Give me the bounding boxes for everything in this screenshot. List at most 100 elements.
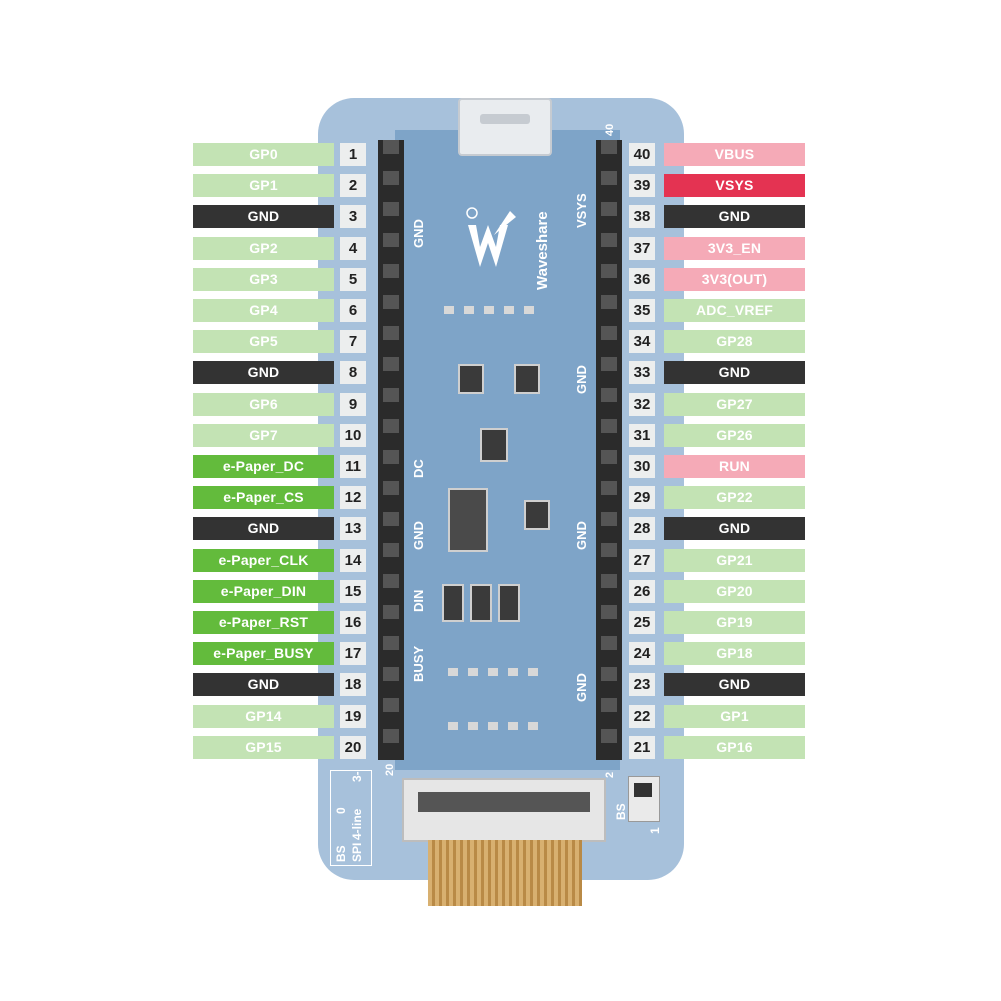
pin-label-7: GP5 bbox=[193, 330, 334, 354]
pin-label-35: ADC_VREF bbox=[664, 299, 805, 322]
pin-number-29: 29 bbox=[629, 486, 655, 510]
pin-number-33: 33 bbox=[629, 361, 655, 385]
pin-label-14: e-Paper_CLK bbox=[193, 548, 334, 572]
mosfet-2 bbox=[514, 364, 540, 394]
pin-label-34: GP28 bbox=[664, 330, 805, 354]
pin-number-18: 18 bbox=[340, 673, 366, 697]
pin-number-34: 34 bbox=[629, 330, 655, 354]
pin-label-24: GP18 bbox=[664, 642, 805, 666]
bs-switch[interactable] bbox=[628, 776, 660, 822]
pin-number-17: 17 bbox=[340, 642, 366, 666]
spi-mode: 4-line bbox=[350, 808, 364, 840]
resistor-pad bbox=[524, 306, 534, 314]
right-header-pins bbox=[601, 140, 617, 760]
pin-number-30: 30 bbox=[629, 455, 655, 478]
pin-label-21: GP16 bbox=[664, 735, 805, 759]
transistor bbox=[524, 500, 550, 530]
pin-number-16: 16 bbox=[340, 611, 366, 634]
pin-number-13: 13 bbox=[340, 517, 366, 541]
fpc-ribbon-cable bbox=[428, 840, 582, 906]
silk-left-gnd-1: GND bbox=[411, 219, 426, 248]
pin-number-19: 19 bbox=[340, 704, 366, 728]
pin-number-26: 26 bbox=[629, 579, 655, 603]
silk-left-dc: DC bbox=[411, 459, 426, 478]
pin-label-13: GND bbox=[193, 517, 334, 541]
bs-switch-knob bbox=[634, 783, 652, 797]
pin-label-6: GP4 bbox=[193, 299, 334, 322]
inductor bbox=[448, 488, 488, 552]
mosfet-1 bbox=[458, 364, 484, 394]
pin-label-39: VSYS bbox=[664, 174, 805, 198]
silk-right-gnd-2: GND bbox=[574, 521, 589, 550]
pin-number-15: 15 bbox=[340, 579, 366, 603]
pin-label-23: GND bbox=[664, 673, 805, 697]
pin-label-36: 3V3(OUT) bbox=[664, 267, 805, 291]
pin-number-23: 23 bbox=[629, 673, 655, 697]
silk-right-gnd-1: GND bbox=[574, 365, 589, 394]
pin-number-24: 24 bbox=[629, 642, 655, 666]
pin-number-39: 39 bbox=[629, 174, 655, 198]
pin-label-15: e-Paper_DIN bbox=[193, 579, 334, 603]
pin-label-10: GP7 bbox=[193, 423, 334, 447]
bs-switch-pos: 1 bbox=[648, 827, 662, 834]
resistor-pad bbox=[528, 668, 538, 676]
resistor-pad bbox=[448, 722, 458, 730]
spi-alt: 3- bbox=[350, 771, 364, 782]
usb-connector bbox=[458, 98, 552, 156]
pin-number-40: 40 bbox=[629, 143, 655, 166]
pin-number-28: 28 bbox=[629, 517, 655, 541]
pin-label-37: 3V3_EN bbox=[664, 236, 805, 260]
resistor-pad bbox=[528, 722, 538, 730]
resistor-pad bbox=[488, 668, 498, 676]
pin-label-26: GP20 bbox=[664, 579, 805, 603]
pin-label-40: VBUS bbox=[664, 143, 805, 166]
pin-label-11: e-Paper_DC bbox=[193, 455, 334, 478]
silk-right-gnd-3: GND bbox=[574, 673, 589, 702]
pin-label-30: RUN bbox=[664, 455, 805, 478]
pin-label-18: GND bbox=[193, 673, 334, 697]
pin-label-31: GP26 bbox=[664, 423, 805, 447]
pin-label-8: GND bbox=[193, 361, 334, 385]
pin-number-8: 8 bbox=[340, 361, 366, 385]
pin-number-5: 5 bbox=[340, 267, 366, 291]
pin-number-20: 20 bbox=[340, 735, 366, 759]
pin-number-10: 10 bbox=[340, 423, 366, 447]
level-shifter-2 bbox=[470, 584, 492, 622]
pin-number-37: 37 bbox=[629, 236, 655, 260]
pin-label-22: GP1 bbox=[664, 704, 805, 728]
pin-label-1: GP0 bbox=[193, 143, 334, 166]
pin-number-11: 11 bbox=[340, 455, 366, 478]
pin-label-4: GP2 bbox=[193, 236, 334, 260]
bs-config-table bbox=[330, 770, 372, 866]
pin-label-19: GP14 bbox=[193, 704, 334, 728]
pin-label-17: e-Paper_BUSY bbox=[193, 642, 334, 666]
pin-number-25: 25 bbox=[629, 611, 655, 634]
resistor-pad bbox=[468, 722, 478, 730]
pin-number-35: 35 bbox=[629, 299, 655, 322]
pin-number-38: 38 bbox=[629, 205, 655, 229]
pin-number-9: 9 bbox=[340, 392, 366, 416]
pin-number-14: 14 bbox=[340, 548, 366, 572]
pin-number-2: 2 bbox=[340, 174, 366, 198]
ffc-connector bbox=[402, 778, 606, 842]
resistor-pad bbox=[464, 306, 474, 314]
spi-label: SPI bbox=[350, 842, 364, 862]
level-shifter-1 bbox=[442, 584, 464, 622]
pin-label-3: GND bbox=[193, 205, 334, 229]
resistor-pad bbox=[504, 306, 514, 314]
silk-left-busy: BUSY bbox=[411, 645, 426, 682]
pin-number-27: 27 bbox=[629, 548, 655, 572]
pin-number-36: 36 bbox=[629, 267, 655, 291]
pin-number-31: 31 bbox=[629, 423, 655, 447]
pin-number-3: 3 bbox=[340, 205, 366, 229]
pin-label-12: e-Paper_CS bbox=[193, 486, 334, 510]
pin-label-20: GP15 bbox=[193, 735, 334, 759]
pin-label-33: GND bbox=[664, 361, 805, 385]
pin-number-1: 1 bbox=[340, 143, 366, 166]
ffc-slot bbox=[418, 792, 590, 812]
resistor-pad bbox=[468, 668, 478, 676]
silk-header-right-top: 40 bbox=[604, 123, 616, 136]
resistor-pad bbox=[508, 668, 518, 676]
pin-label-27: GP21 bbox=[664, 548, 805, 572]
resistor-pad bbox=[488, 722, 498, 730]
